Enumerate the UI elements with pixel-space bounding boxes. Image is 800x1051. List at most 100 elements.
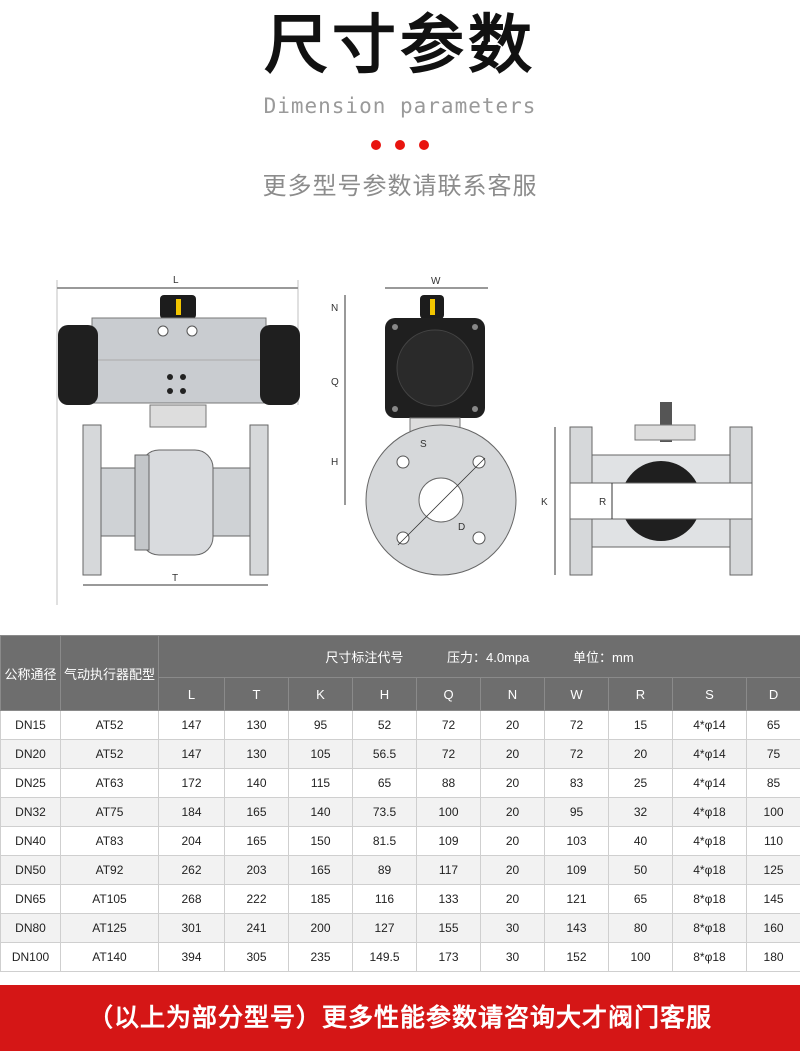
red-dot (371, 140, 381, 150)
side-view-drawing: W N Q H S D (331, 276, 517, 576)
table-cell: 4*φ14 (672, 710, 747, 740)
dim-label-H: H (331, 457, 338, 468)
table-cell: AT52 (60, 710, 159, 740)
table-cell: 165 (288, 855, 353, 885)
table-cell: 150 (288, 826, 353, 856)
valve-dimension-drawings: L T W N Q H (56, 275, 753, 605)
table-cell: 25 (608, 768, 673, 798)
table-cell: 65 (608, 884, 673, 914)
table-cell: 145 (745, 884, 800, 914)
table-cell: DN20 (0, 739, 61, 769)
table-cell: 204 (158, 826, 225, 856)
table-cell: 173 (416, 942, 481, 972)
table-cell: 30 (480, 913, 545, 943)
table-cell: 155 (416, 913, 481, 943)
header-actuator-model: 气动执行器配型 (60, 635, 159, 711)
table-cell: 30 (480, 942, 545, 972)
table-cell: 81.5 (352, 826, 417, 856)
header-dim-N: N (480, 677, 545, 711)
dim-label-Q: Q (331, 377, 339, 388)
table-cell: 89 (352, 855, 417, 885)
table-cell: 20 (480, 855, 545, 885)
header-dim-Q: Q (416, 677, 481, 711)
table-cell: AT52 (60, 739, 159, 769)
table-cell: 130 (224, 739, 289, 769)
table-cell: 127 (352, 913, 417, 943)
table-cell: DN80 (0, 913, 61, 943)
table-cell: DN15 (0, 710, 61, 740)
table-cell: 125 (745, 855, 800, 885)
table-cell: 8*φ18 (672, 884, 747, 914)
table-cell: DN32 (0, 797, 61, 827)
table-cell: 109 (544, 855, 609, 885)
dim-label-L: L (173, 275, 179, 286)
page-title: 尺寸参数 (264, 9, 536, 83)
table-cell: 130 (224, 710, 289, 740)
table-cell: 105 (288, 739, 353, 769)
table-cell: 140 (224, 768, 289, 798)
header-dim-S: S (672, 677, 747, 711)
table-cell: DN40 (0, 826, 61, 856)
table-cell: AT125 (60, 913, 159, 943)
header-dim-D: D (745, 677, 800, 711)
table-cell: 241 (224, 913, 289, 943)
header-dim-K: K (288, 677, 353, 711)
contact-banner: （以上为部分型号）更多性能参数请咨询大才阀门客服 (0, 985, 800, 1051)
table-cell: 40 (608, 826, 673, 856)
header-caption: 尺寸标注代号 压力：4.0mpa 单位：mm (157, 635, 800, 678)
table-cell: 8*φ18 (672, 913, 747, 943)
front-view-drawing: L T (56, 275, 300, 605)
table-cell: AT92 (60, 855, 159, 885)
header-dim-W: W (544, 677, 609, 711)
table-cell: 160 (745, 913, 800, 943)
table-cell: 140 (288, 797, 353, 827)
table-cell: 103 (544, 826, 609, 856)
table-cell: 72 (416, 739, 481, 769)
table-cell: 184 (158, 797, 225, 827)
table-cell: 235 (288, 942, 353, 972)
table-cell: 65 (745, 710, 800, 740)
table-cell: 8*φ18 (672, 942, 747, 972)
table-cell: 152 (544, 942, 609, 972)
dim-label-N: N (331, 303, 338, 314)
table-cell: AT140 (60, 942, 159, 972)
table-cell: 147 (158, 710, 225, 740)
table-cell: 100 (608, 942, 673, 972)
table-cell: 262 (158, 855, 225, 885)
table-cell: 100 (745, 797, 800, 827)
table-cell: 20 (480, 768, 545, 798)
table-cell: 20 (480, 797, 545, 827)
caption-pressure: 压力：4.0mpa (447, 650, 530, 665)
table-cell: 143 (544, 913, 609, 943)
dim-label-D: D (458, 522, 465, 533)
dim-label-S: S (420, 439, 427, 450)
table-cell: 80 (608, 913, 673, 943)
table-cell: 75 (745, 739, 800, 769)
table-cell: 115 (288, 768, 353, 798)
table-cell: 147 (158, 739, 225, 769)
table-cell: 172 (158, 768, 225, 798)
dim-label-T: T (172, 573, 178, 584)
table-cell: 394 (158, 942, 225, 972)
dim-label-K: K (541, 497, 548, 508)
table-cell: 4*φ18 (672, 826, 747, 856)
page-subtitle: Dimension parameters (263, 94, 537, 118)
table-cell: 110 (745, 826, 800, 856)
table-cell: DN25 (0, 768, 61, 798)
table-cell: 121 (544, 884, 609, 914)
table-cell: 180 (745, 942, 800, 972)
caption-codes: 尺寸标注代号 (325, 650, 404, 665)
table-cell: 15 (608, 710, 673, 740)
caption-unit: 单位：mm (573, 650, 634, 665)
decorative-dots (0, 140, 800, 150)
table-cell: 4*φ18 (672, 855, 747, 885)
header-dim-T: T (224, 677, 289, 711)
header-dim-L: L (158, 677, 225, 711)
table-cell: 95 (288, 710, 353, 740)
table-cell: DN100 (0, 942, 61, 972)
